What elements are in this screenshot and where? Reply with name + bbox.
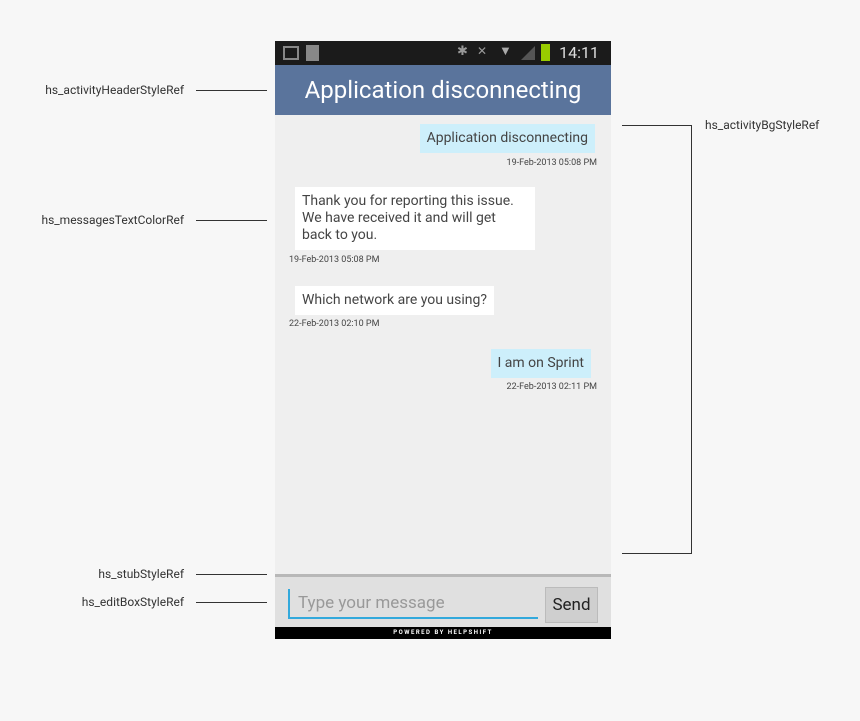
message-timestamp: 19-Feb-2013 05:08 PM	[289, 255, 380, 265]
annotation-bracket	[622, 125, 692, 554]
message-input[interactable]: Type your message	[288, 589, 538, 619]
send-button[interactable]: Send	[545, 587, 598, 623]
message-bubble: I am on Sprint	[490, 349, 591, 378]
annotation-stub: hs_stubStyleRef	[98, 567, 184, 581]
annotation-line	[196, 90, 267, 91]
mute-icon: ✕	[477, 44, 488, 58]
message-timestamp: 19-Feb-2013 05:08 PM	[506, 158, 597, 168]
powered-by-footer: POWERED BY HELPSHIFT	[275, 627, 611, 639]
bluetooth-icon: ✱	[457, 44, 468, 59]
signal-icon	[521, 46, 535, 60]
clock: 14:11	[559, 43, 599, 62]
sd-card-icon	[306, 45, 319, 61]
annotation-line	[196, 220, 267, 221]
message-bubble: Thank you for reporting this issue. We h…	[295, 187, 535, 250]
annotation-line	[196, 602, 267, 603]
message-bubble: Application disconnecting	[419, 124, 595, 153]
edit-box: Type your message Send	[275, 577, 611, 627]
annotation-bg: hs_activityBgStyleRef	[705, 118, 820, 132]
annotation-line	[196, 574, 267, 575]
page-title: Application disconnecting	[275, 65, 611, 115]
message-timestamp: 22-Feb-2013 02:10 PM	[289, 319, 380, 329]
wifi-icon: ▼	[499, 44, 512, 59]
annotation-messages-text: hs_messagesTextColorRef	[41, 213, 184, 227]
gallery-icon	[283, 46, 299, 60]
annotation-header: hs_activityHeaderStyleRef	[45, 83, 184, 97]
annotation-edit-box: hs_editBoxStyleRef	[81, 595, 184, 609]
message-bubble: Which network are you using?	[295, 286, 494, 315]
battery-icon	[541, 44, 550, 61]
phone-screen: ✱ ✕ ▼ 14:11 Application disconnecting Ap…	[275, 41, 611, 639]
status-bar: ✱ ✕ ▼ 14:11	[275, 41, 611, 65]
stub-divider	[275, 574, 611, 577]
message-timestamp: 22-Feb-2013 02:11 PM	[506, 382, 597, 392]
